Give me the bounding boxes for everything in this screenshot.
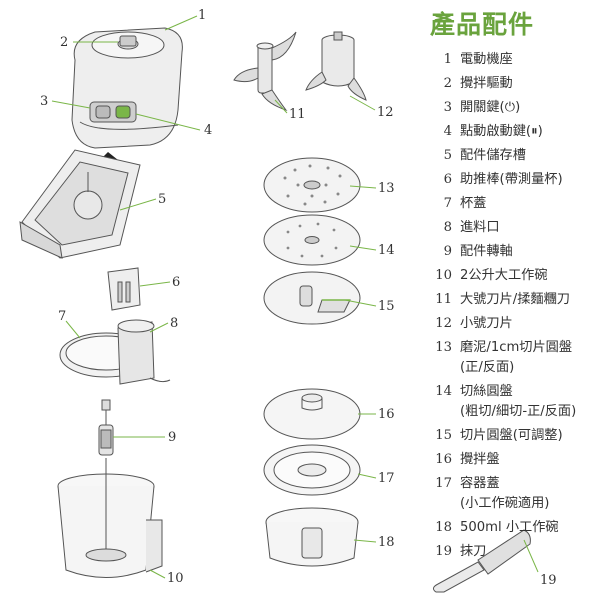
part-number: 14	[435, 384, 452, 399]
callout-19: 19	[540, 573, 557, 588]
part-number: 12	[435, 316, 452, 331]
spindle-illustration	[98, 399, 114, 456]
part-name: 500ml 小工作碗	[460, 520, 559, 535]
callout-17: 17	[378, 471, 395, 486]
callout-18: 18	[378, 535, 395, 550]
grating-disc-illustration	[263, 157, 361, 213]
part-number: 9	[443, 244, 452, 259]
part-number: 8	[443, 220, 452, 235]
part-number: 13	[435, 340, 452, 355]
callout-1: 1	[198, 8, 206, 23]
callout-14: 14	[378, 243, 395, 258]
callout-4: 4	[204, 123, 212, 138]
part-name: 抹刀	[460, 544, 487, 559]
small-bowl-illustration	[265, 507, 359, 567]
part-name: 切絲圓盤 (粗切/細切-正/反面)	[460, 384, 577, 419]
part-name: 攪拌驅動	[460, 76, 513, 91]
part-number: 6	[443, 172, 452, 187]
part-name: 磨泥/1cm切片圓盤 (正/反面)	[460, 340, 573, 375]
callout-13: 13	[378, 181, 395, 196]
callout-10: 10	[167, 571, 184, 586]
container-lid-illustration	[263, 444, 361, 496]
callout-7: 7	[58, 309, 66, 324]
part-number: 16	[435, 452, 452, 467]
parts-list-panel: 產品配件 1 電動機座 2 攪拌驅動 3 開關鍵(⏻) 4 點動啟動鍵(⏸) 5 配件儲存…	[424, 8, 600, 566]
parts-list-item: 3 開關鍵(⏻)	[424, 98, 600, 118]
part-name: 杯蓋	[460, 196, 487, 211]
parts-list-item: 9 配件轉軸	[424, 242, 600, 262]
large-bowl-illustration	[57, 458, 163, 578]
part-number: 3	[443, 100, 452, 115]
part-number: 2	[443, 76, 452, 91]
parts-list-item: 12 小號刀片	[424, 314, 600, 334]
part-number: 18	[435, 520, 452, 535]
whisk-disc-illustration	[263, 388, 361, 440]
part-name: 2公升大工作碗	[460, 268, 548, 283]
parts-list-item: 17 容器蓋 (小工作碗適用)	[424, 474, 600, 514]
part-name: 攪拌盤	[460, 452, 500, 467]
part-number: 4	[443, 124, 452, 139]
parts-list-item: 19 抹刀	[424, 542, 600, 562]
callout-6: 6	[172, 275, 180, 290]
parts-list-item: 18 500ml 小工作碗	[424, 518, 600, 538]
parts-list-item: 5 配件儲存槽	[424, 146, 600, 166]
parts-list-item: 13 磨泥/1cm切片圓盤 (正/反面)	[424, 338, 600, 378]
part-name: 點動啟動鍵(⏸)	[460, 124, 543, 139]
part-name: 配件儲存槽	[460, 148, 526, 163]
part-name: 容器蓋 (小工作碗適用)	[460, 476, 550, 511]
parts-list-item: 11 大號刀片/揉麵糰刀	[424, 290, 600, 310]
part-number: 17	[435, 476, 452, 491]
parts-list-item: 15 切片圓盤(可調整)	[424, 426, 600, 446]
parts-list-item: 10 2公升大工作碗	[424, 266, 600, 286]
part-name: 切片圓盤(可調整)	[460, 428, 563, 443]
parts-list-item: 14 切絲圓盤 (粗切/細切-正/反面)	[424, 382, 600, 422]
callout-3: 3	[40, 94, 48, 109]
part-name: 小號刀片	[460, 316, 513, 331]
shredding-disc-illustration	[263, 214, 361, 266]
callout-8: 8	[170, 316, 178, 331]
part-number: 7	[443, 196, 452, 211]
parts-list-item: 1 電動機座	[424, 50, 600, 70]
parts-list-item: 16 攪拌盤	[424, 450, 600, 470]
part-name: 開關鍵(⏻)	[460, 100, 521, 115]
part-name: 進料口	[460, 220, 500, 235]
parts-list-item: 2 攪拌驅動	[424, 74, 600, 94]
parts-list-item: 7 杯蓋	[424, 194, 600, 214]
callout-12: 12	[377, 105, 394, 120]
part-number: 10	[435, 268, 452, 283]
large-blade-illustration	[233, 31, 297, 112]
small-blade-illustration	[305, 31, 367, 101]
part-name: 大號刀片/揉麵糰刀	[460, 292, 570, 307]
callout-2: 2	[60, 35, 68, 50]
parts-list: 1 電動機座 2 攪拌驅動 3 開關鍵(⏻) 4 點動啟動鍵(⏸) 5 配件儲存槽 6 助推…	[424, 50, 600, 562]
page-title: 產品配件	[430, 10, 535, 39]
part-name: 助推棒(帶測量杯)	[460, 172, 563, 187]
motor-base-illustration	[71, 27, 183, 149]
pusher-illustration	[107, 267, 141, 311]
part-number: 15	[435, 428, 452, 443]
spatula-illustration	[432, 529, 531, 593]
callout-16: 16	[378, 407, 395, 422]
callout-15: 15	[378, 299, 395, 314]
part-number: 5	[443, 148, 452, 163]
lid-illustration	[59, 319, 171, 385]
part-number: 19	[435, 544, 452, 559]
parts-list-item: 8 進料口	[424, 218, 600, 238]
part-number: 11	[435, 292, 452, 307]
parts-list-item: 4 點動啟動鍵(⏸)	[424, 122, 600, 142]
slicing-disc-illustration	[263, 271, 361, 325]
callout-5: 5	[158, 192, 166, 207]
part-name: 電動機座	[460, 52, 513, 67]
part-name: 配件轉軸	[460, 244, 513, 259]
storage-tray-illustration	[19, 149, 141, 259]
part-number: 1	[443, 52, 452, 67]
parts-list-item: 6 助推棒(帶測量杯)	[424, 170, 600, 190]
callout-11: 11	[289, 107, 306, 122]
callout-9: 9	[168, 430, 176, 445]
